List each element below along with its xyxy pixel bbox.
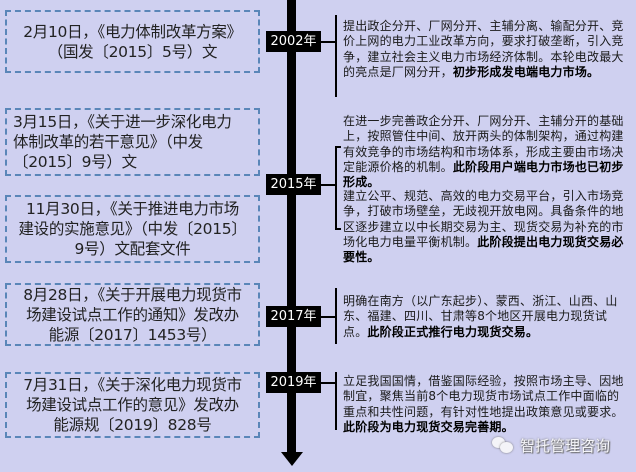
document-line: 体制改革的若干意见》（中发 — [13, 133, 203, 151]
connector-line — [321, 184, 336, 186]
description-2017: 明确在南方（以广东起步）、蒙西、浙江、山西、山东、福建、四川、甘肃等8个地区开展… — [343, 294, 631, 340]
document-box-2017: 8月28日，《关于开展电力现货市 场建设试点工作的通知》发改办 能源〔2017〕… — [5, 283, 260, 346]
document-line: 3月15日，《关于进一步深化电力 — [13, 113, 232, 131]
description-highlight: 初步形成发电端电力市场。 — [452, 64, 600, 79]
bracket-2017 — [335, 288, 337, 344]
document-line: 7月31日，《关于深化电力现货市 — [23, 376, 242, 394]
document-line: 场建设试点工作的意见》发改办 — [26, 396, 239, 414]
document-line: 建设的实施意见》（中发〔2015〕 — [18, 220, 247, 238]
document-line: （国发〔2015〕5号）文 — [47, 42, 218, 61]
description-2015-a: 在进一步完善政企分开、厂网分开、主辅分开的基础上，按照管住中间、放开两头的体制架… — [343, 114, 631, 190]
year-label-2019: 2019年 — [266, 372, 321, 393]
document-box-2015-march: 3月15日，《关于进一步深化电力 体制改革的若干意见》（中发 〔2015〕9号）… — [5, 108, 260, 176]
bracket-tick — [335, 228, 341, 230]
description-text: 建立公平、规范、高效的电力交易平台，引入市场竞争，打破市场壁垒，无歧视开放电网。… — [343, 189, 624, 249]
connector-line — [321, 316, 336, 318]
document-line: 能源规〔2019〕828号 — [53, 416, 212, 434]
year-label-2002: 2002年 — [266, 31, 321, 52]
arrow-down-icon — [281, 452, 303, 466]
description-highlight: 此阶段提出电力现货交易必要性。 — [343, 234, 624, 265]
wechat-icon — [492, 436, 514, 454]
description-highlight: 此阶段正式推行电力现货交易。 — [367, 324, 539, 339]
document-box-2019: 7月31日，《关于深化电力现货市 场建设试点工作的意见》发改办 能源规〔2019… — [5, 372, 260, 438]
description-text: 提出政企分开、厂网分开、主辅分离、输配分开、竞价上网的电力工业改革方向，要求打破… — [343, 19, 624, 79]
document-text: 3月15日，《关于进一步深化电力 体制改革的若干意见》（中发 〔2015〕9号）… — [13, 112, 232, 172]
document-box-2015-november: 11月30日，《关于推进电力市场 建设的实施意见》（中发〔2015〕 9号）文配… — [5, 195, 260, 263]
description-2015-b: 建立公平、规范、高效的电力交易平台，引入市场竞争，打破市场壁垒，无歧视开放电网。… — [343, 189, 631, 265]
watermark-text: 智托管理咨询 — [520, 436, 611, 455]
document-line: 〔2015〕9号）文 — [13, 153, 137, 171]
document-box-2002: 2月10日，《电力体制改革方案》 （国发〔2015〕5号）文 — [5, 10, 260, 73]
bracket-2015 — [335, 146, 337, 230]
connector-line — [321, 382, 336, 384]
document-line: 能源〔2017〕1453号） — [48, 325, 217, 344]
description-2002: 提出政企分开、厂网分开、主辅分离、输配分开、竞价上网的电力工业改革方向，要求打破… — [343, 19, 631, 80]
document-text: 11月30日，《关于推进电力市场 建设的实施意见》（中发〔2015〕 9号）文配… — [18, 199, 246, 259]
watermark: 智托管理咨询 — [492, 434, 610, 456]
bracket-tick — [335, 146, 341, 148]
document-text: 7月31日，《关于深化电力现货市 场建设试点工作的意见》发改办 能源规〔2019… — [23, 375, 242, 435]
year-label-2015: 2015年 — [266, 174, 321, 195]
document-line: 2月10日，《电力体制改革方案》 — [23, 22, 242, 41]
bracket-2002 — [335, 15, 337, 97]
description-highlight: 此阶段用户端电力市场也已初步形成。 — [343, 159, 624, 190]
description-text: 立足我国国情，借鉴国际经验，按照市场主导、因地制宜，聚焦当前8个电力现货市场试点… — [343, 374, 624, 419]
document-text: 2月10日，《电力体制改革方案》 （国发〔2015〕5号）文 — [23, 22, 242, 62]
document-line: 8月28日，《关于开展电力现货市 — [23, 285, 242, 304]
description-text: 明确在南方（以广东起步）、蒙西、浙江、山西、山东、福建、四川、甘肃等8个地区开展… — [343, 294, 618, 339]
timeline-axis — [287, 0, 296, 458]
document-line: 场建设试点工作的通知》发改办 — [26, 305, 239, 324]
connector-line — [321, 41, 336, 43]
description-2019: 立足我国国情，借鉴国际经验，按照市场主导、因地制宜，聚焦当前8个电力现货市场试点… — [343, 374, 631, 435]
description-highlight: 此阶段为电力现货交易完善期。 — [343, 419, 514, 434]
document-line: 9号）文配套文件 — [74, 240, 191, 258]
document-line: 11月30日，《关于推进电力市场 — [26, 200, 239, 218]
bracket-2019 — [335, 372, 337, 430]
description-text: 在进一步完善政企分开、厂网分开、主辅分开的基础上，按照管住中间、放开两头的体制架… — [343, 114, 624, 174]
year-label-2017: 2017年 — [266, 306, 321, 327]
document-text: 8月28日，《关于开展电力现货市 场建设试点工作的通知》发改办 能源〔2017〕… — [23, 285, 242, 345]
